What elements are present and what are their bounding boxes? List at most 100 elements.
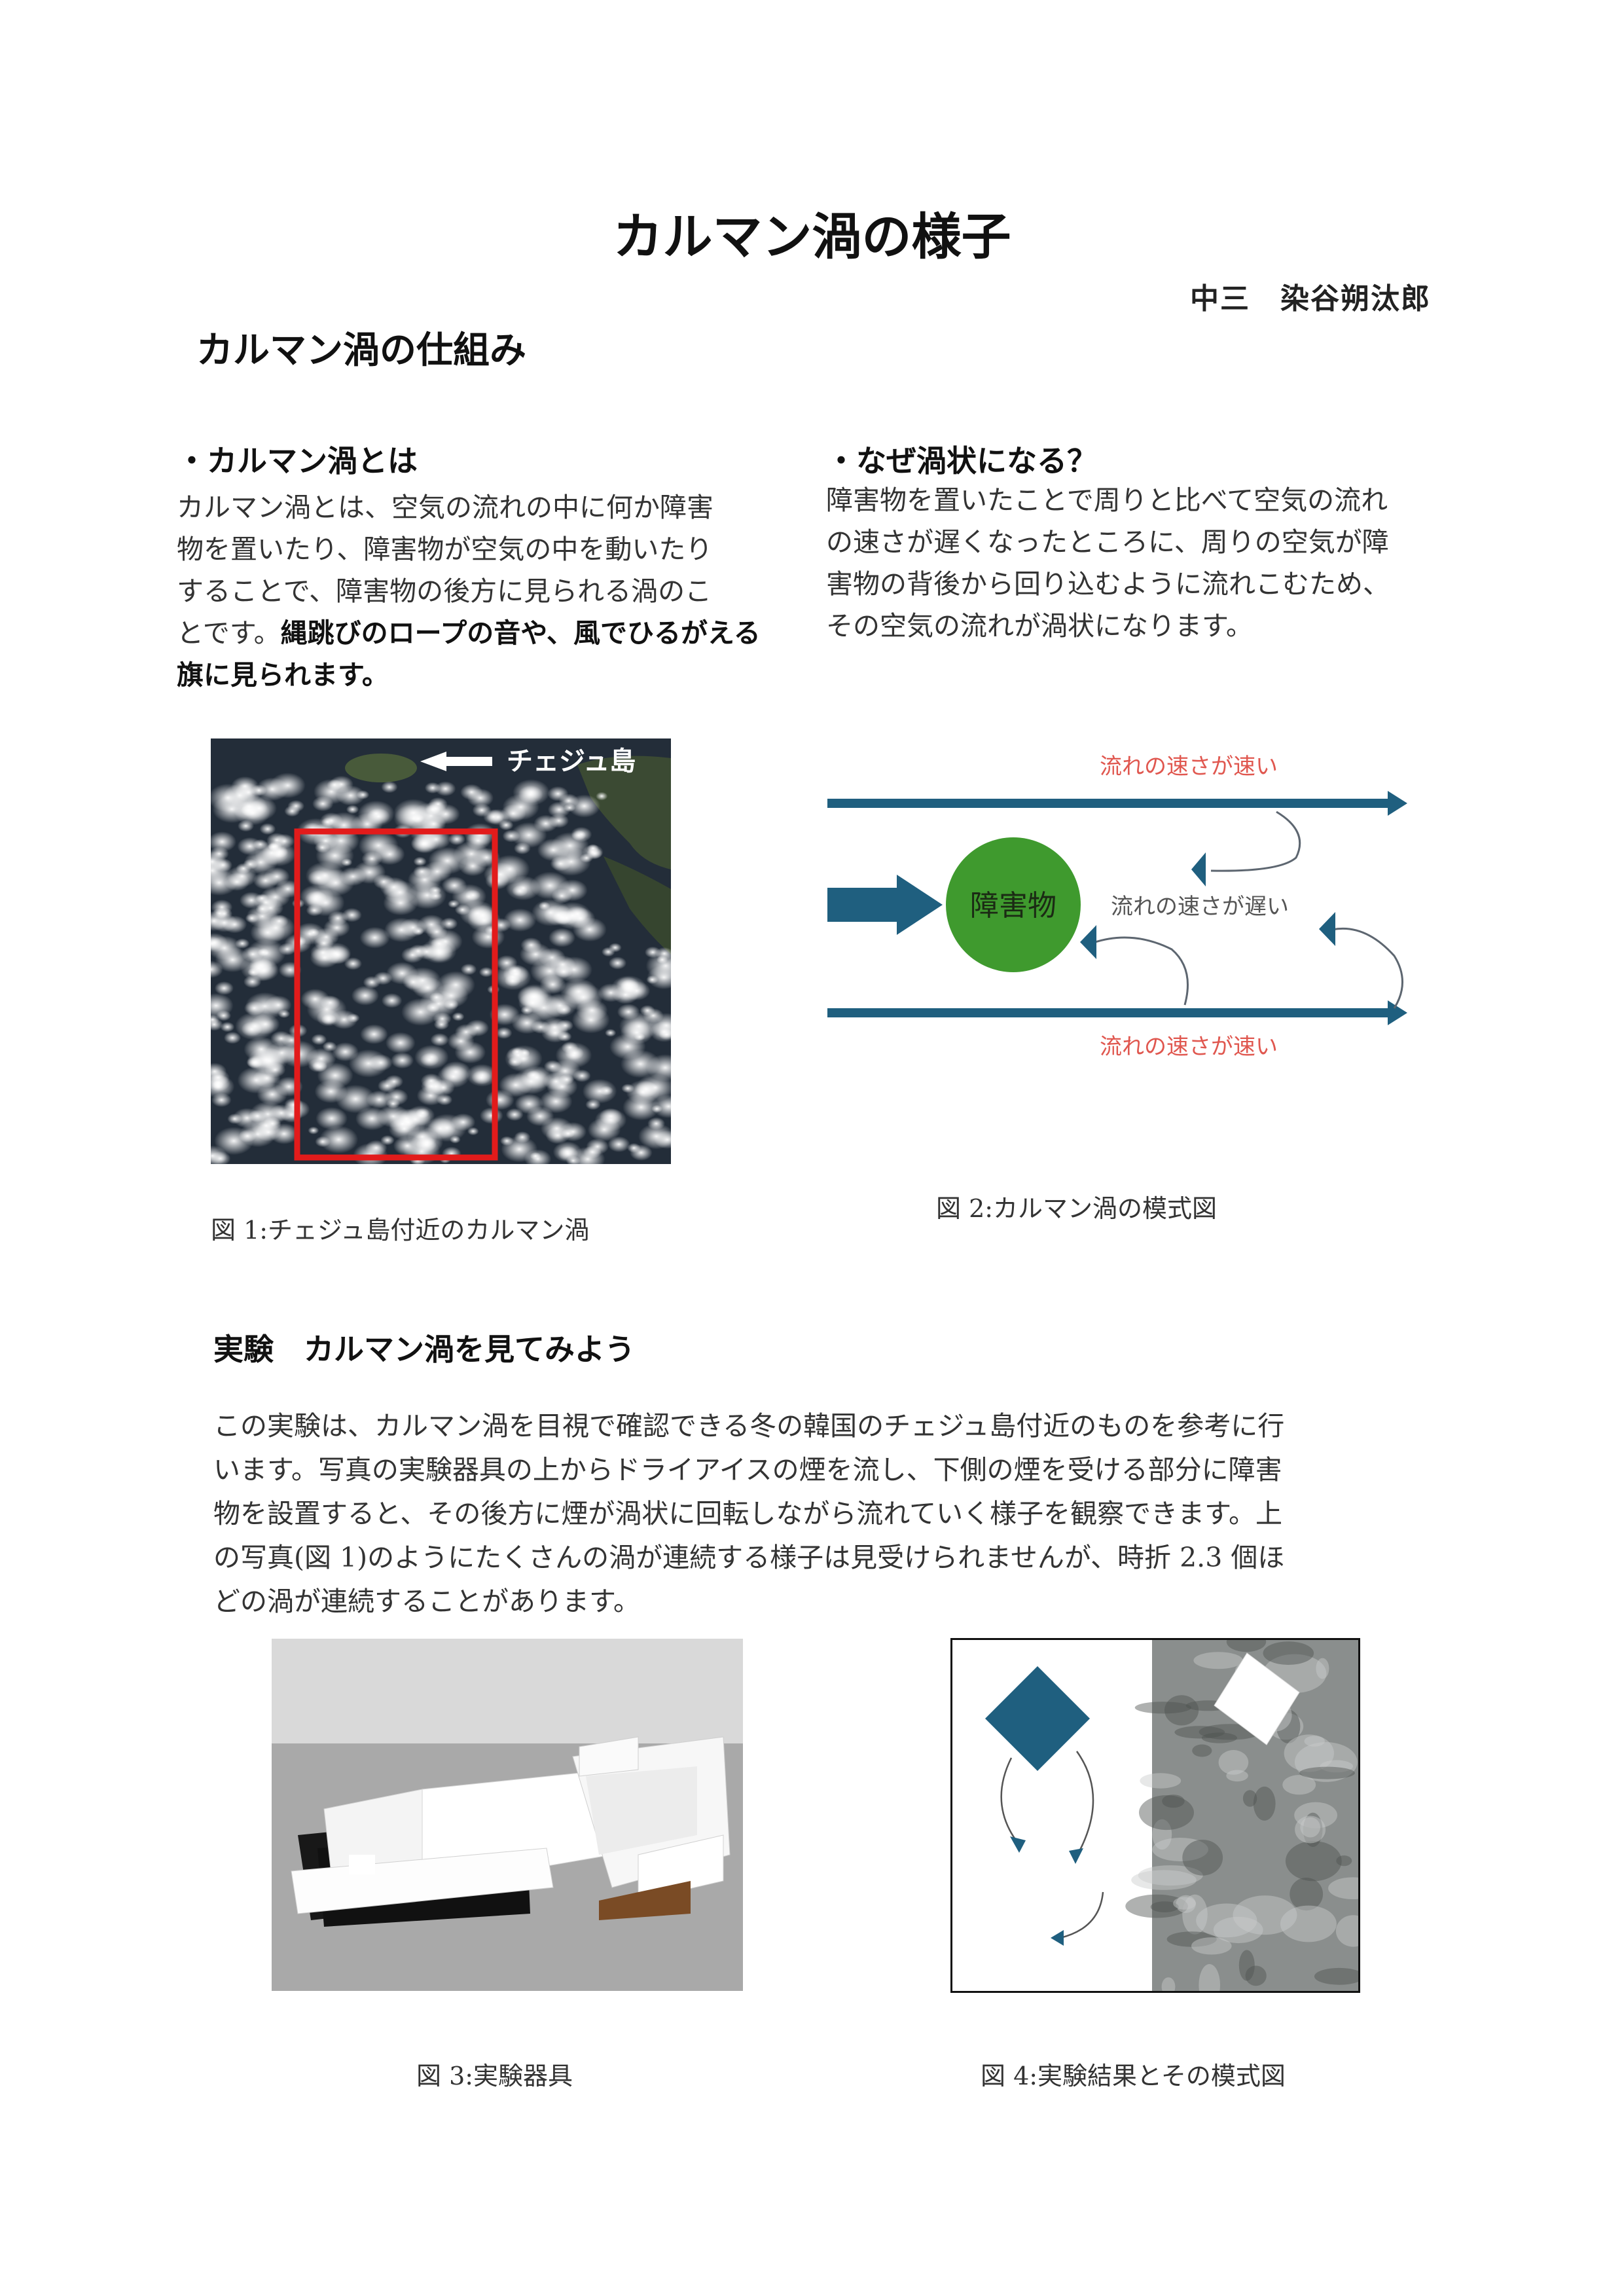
author: 中三 染谷朔汰郎 <box>1190 282 1431 316</box>
cloud-cell <box>393 1135 422 1156</box>
figure-4-caption: 図 4:実験結果とその模式図 <box>981 2062 1286 2090</box>
cloud-cell <box>381 993 403 1008</box>
cloud-cell <box>598 983 624 1002</box>
satellite-image: チェジュ島 <box>211 738 671 1164</box>
cloud-cell <box>460 784 483 801</box>
smoke-wisp <box>1335 1915 1358 1947</box>
smoke-wisp <box>1152 1838 1208 1861</box>
paragraph-why-vortex: 障害物を置いたことで周りと比べて空気の流れ の速さが遅くなったところに、周りの空… <box>826 479 1468 647</box>
cloud-cell <box>246 905 279 928</box>
smoke-wisp <box>1263 1641 1314 1665</box>
cloud-cell <box>447 1031 475 1051</box>
cloud-cell <box>247 1046 285 1074</box>
page-title: カルマン渦の様子 <box>613 208 1011 266</box>
cloud-cell <box>224 1031 242 1044</box>
swirl-curve <box>1060 1891 1104 1939</box>
cloud-cell <box>215 947 251 973</box>
cloud-cell <box>571 1006 610 1034</box>
cloud-cell <box>367 808 390 825</box>
cloud-cell <box>245 992 285 1021</box>
cloud-cell <box>561 1129 575 1139</box>
smoke-wisp <box>1213 1916 1263 1944</box>
cloud-cell <box>506 1046 530 1064</box>
cloud-cell <box>490 854 530 884</box>
smoke-wisp <box>1320 1760 1353 1773</box>
cloud-cell <box>503 908 537 932</box>
cloud-cell <box>323 918 350 938</box>
cloud-cell <box>214 981 234 995</box>
cloud-cell <box>346 805 359 814</box>
smoke-wisp <box>1192 1744 1212 1757</box>
swirl-curve <box>1210 811 1301 872</box>
cloud-cell <box>471 1070 492 1085</box>
cloud-cell <box>626 1080 660 1104</box>
text-line: どの渦が連続することがあります。 <box>213 1586 640 1617</box>
cloud-cell <box>227 1113 242 1124</box>
smoke-wisp <box>1193 1652 1243 1669</box>
cloud-cell <box>623 981 651 1001</box>
cloud-cell <box>556 1004 571 1015</box>
smoke-wisp <box>1173 1897 1197 1910</box>
cloud-cell <box>441 876 467 895</box>
cloud-cell <box>556 957 592 983</box>
smoke-wisp <box>1316 1658 1329 1679</box>
cloud-cell <box>262 841 296 867</box>
smoke-wisp <box>1285 1841 1342 1882</box>
cloud-cell <box>220 1021 235 1032</box>
text-line: することで、障害物の後方に見られる渦のこ <box>177 575 712 607</box>
cloud-cell <box>211 1074 235 1099</box>
cloud-cell <box>320 942 352 965</box>
smoke-wisp <box>1201 1732 1237 1743</box>
cloud-cell <box>373 874 395 890</box>
arrow-head-icon <box>897 875 943 935</box>
cloud-cell <box>287 800 305 812</box>
cloud-cell <box>538 902 550 911</box>
cloud-cell <box>511 1011 543 1034</box>
cloud-cell <box>424 782 441 794</box>
cloud-cell <box>479 1107 503 1124</box>
text-line: 障害物を置いたことで周りと比べて空気の流れ <box>826 484 1388 516</box>
cloud-cell <box>483 809 505 825</box>
cloud-cell <box>390 1052 414 1069</box>
cloud-cell <box>651 1104 662 1113</box>
obstacle-photo <box>1214 1652 1300 1745</box>
smoke-wisp <box>1226 1770 1248 1782</box>
cloud-cell <box>511 822 547 848</box>
smoke-wisp <box>1245 1965 1267 1986</box>
cloud-cell <box>380 1135 395 1146</box>
cloud-cell <box>307 928 319 937</box>
cloud-cell <box>549 813 569 828</box>
smoke-wisp <box>1299 1766 1355 1779</box>
cloud-cell <box>306 904 323 917</box>
cloud-cell <box>356 790 370 799</box>
figure-3-caption: 図 3:実験器具 <box>416 2062 573 2090</box>
cloud-cell <box>369 1054 393 1072</box>
smoke-wisp <box>1134 1702 1192 1714</box>
cloud-cell <box>425 924 448 939</box>
swirl-arrow-icon <box>1010 1836 1026 1853</box>
fast-flow-label-top: 流れの速さが速い <box>1100 754 1278 780</box>
fast-flow-label-bottom: 流れの速さが速い <box>1100 1034 1278 1060</box>
smoke-wisp <box>1303 1812 1323 1847</box>
cloud-cell <box>518 993 547 1013</box>
smoke-wisp <box>1131 1870 1197 1890</box>
smoke-wisp <box>1238 1950 1255 1981</box>
cloud-cell <box>373 972 393 985</box>
smoke-wisp <box>1226 1640 1267 1652</box>
cloud-cell <box>549 928 575 947</box>
cloud-cell <box>319 1125 359 1154</box>
cloud-cell <box>344 957 362 970</box>
smoke-wisp <box>1139 1795 1194 1831</box>
cloud-cell <box>308 1126 319 1135</box>
cloud-cell <box>384 1074 404 1089</box>
cloud-cell <box>314 1080 348 1103</box>
cloud-cell <box>465 831 491 850</box>
smoke-wisp <box>1161 1977 1176 1991</box>
cloud-cell <box>251 1013 280 1035</box>
smoke-wisp <box>1176 1895 1196 1913</box>
swirl-curve <box>1000 1757 1019 1844</box>
cloud-cell <box>316 1107 348 1130</box>
smoke-wisp <box>1328 1877 1358 1899</box>
swirl-arrow-icon <box>1191 852 1206 886</box>
cloud-cell <box>270 1030 292 1046</box>
